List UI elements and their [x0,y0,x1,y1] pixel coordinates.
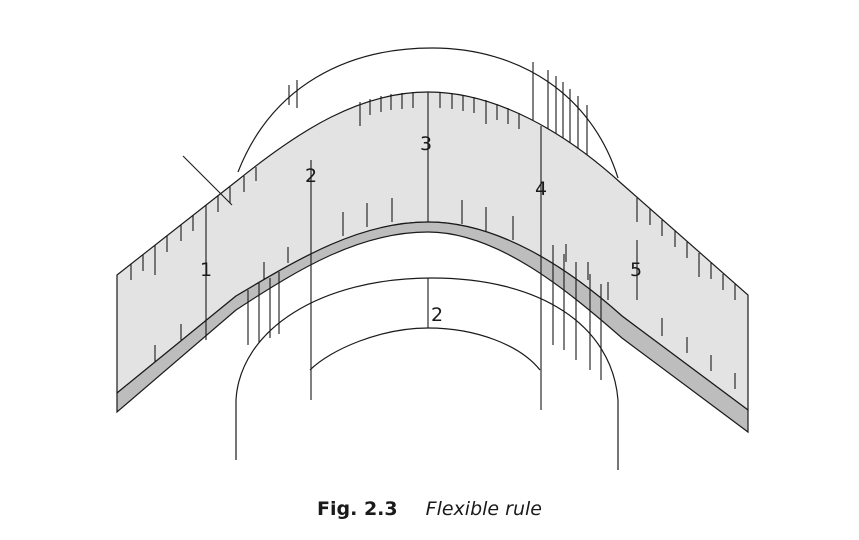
rule-major-lines [205,92,638,410]
rule-number-5: 5 [630,259,642,281]
inner-dimension-label: 2 [431,304,443,326]
figure-caption: Fig. 2.3 Flexible rule [0,496,859,522]
upper-cylinder-outline [237,47,619,179]
lower-cylinder-outline [235,277,619,470]
rule-face [116,91,749,412]
rule-top-graduations [130,92,736,300]
rule-number-2: 2 [305,165,317,187]
rule-number-1: 1 [200,259,212,281]
caption-label: Fig. 2.3 [317,498,398,520]
rule-bottom-graduations [154,198,736,389]
inner-arch-outline [309,327,541,371]
pointer-line [182,155,233,206]
rule-number-3: 3 [420,133,432,155]
rule-edge [116,221,749,434]
projection-lines [247,160,602,400]
caption-title: Flexible rule [425,498,542,520]
rule-number-4: 4 [535,178,547,200]
